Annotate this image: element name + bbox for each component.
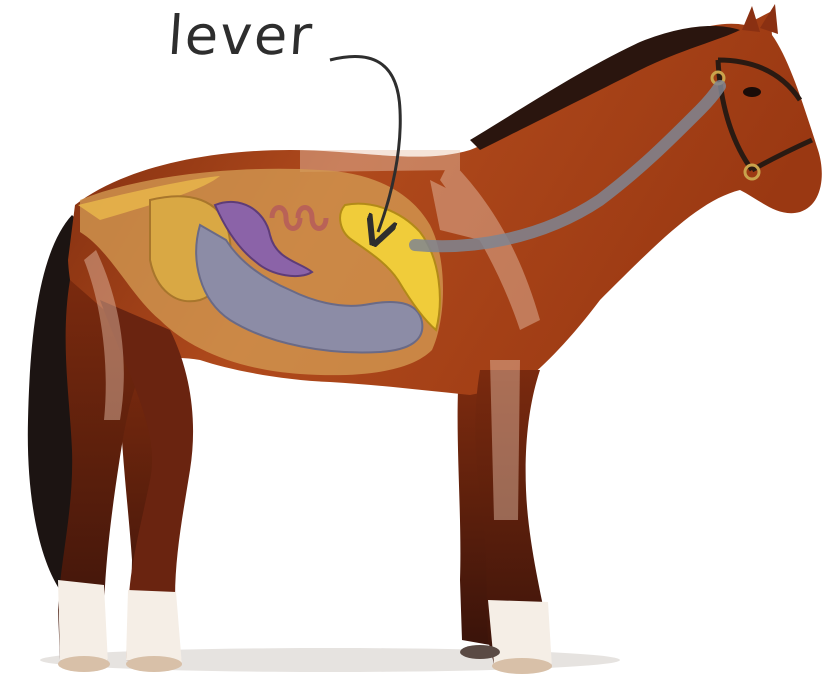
front-sock-near [488, 600, 552, 668]
liver-label: lever [166, 4, 316, 67]
hoof [58, 656, 110, 672]
hoof [492, 658, 552, 674]
eye [743, 87, 761, 97]
hind-sock-back [126, 590, 182, 666]
hind-sock-near [58, 580, 108, 664]
hoof [126, 656, 182, 672]
hoof [460, 645, 500, 659]
